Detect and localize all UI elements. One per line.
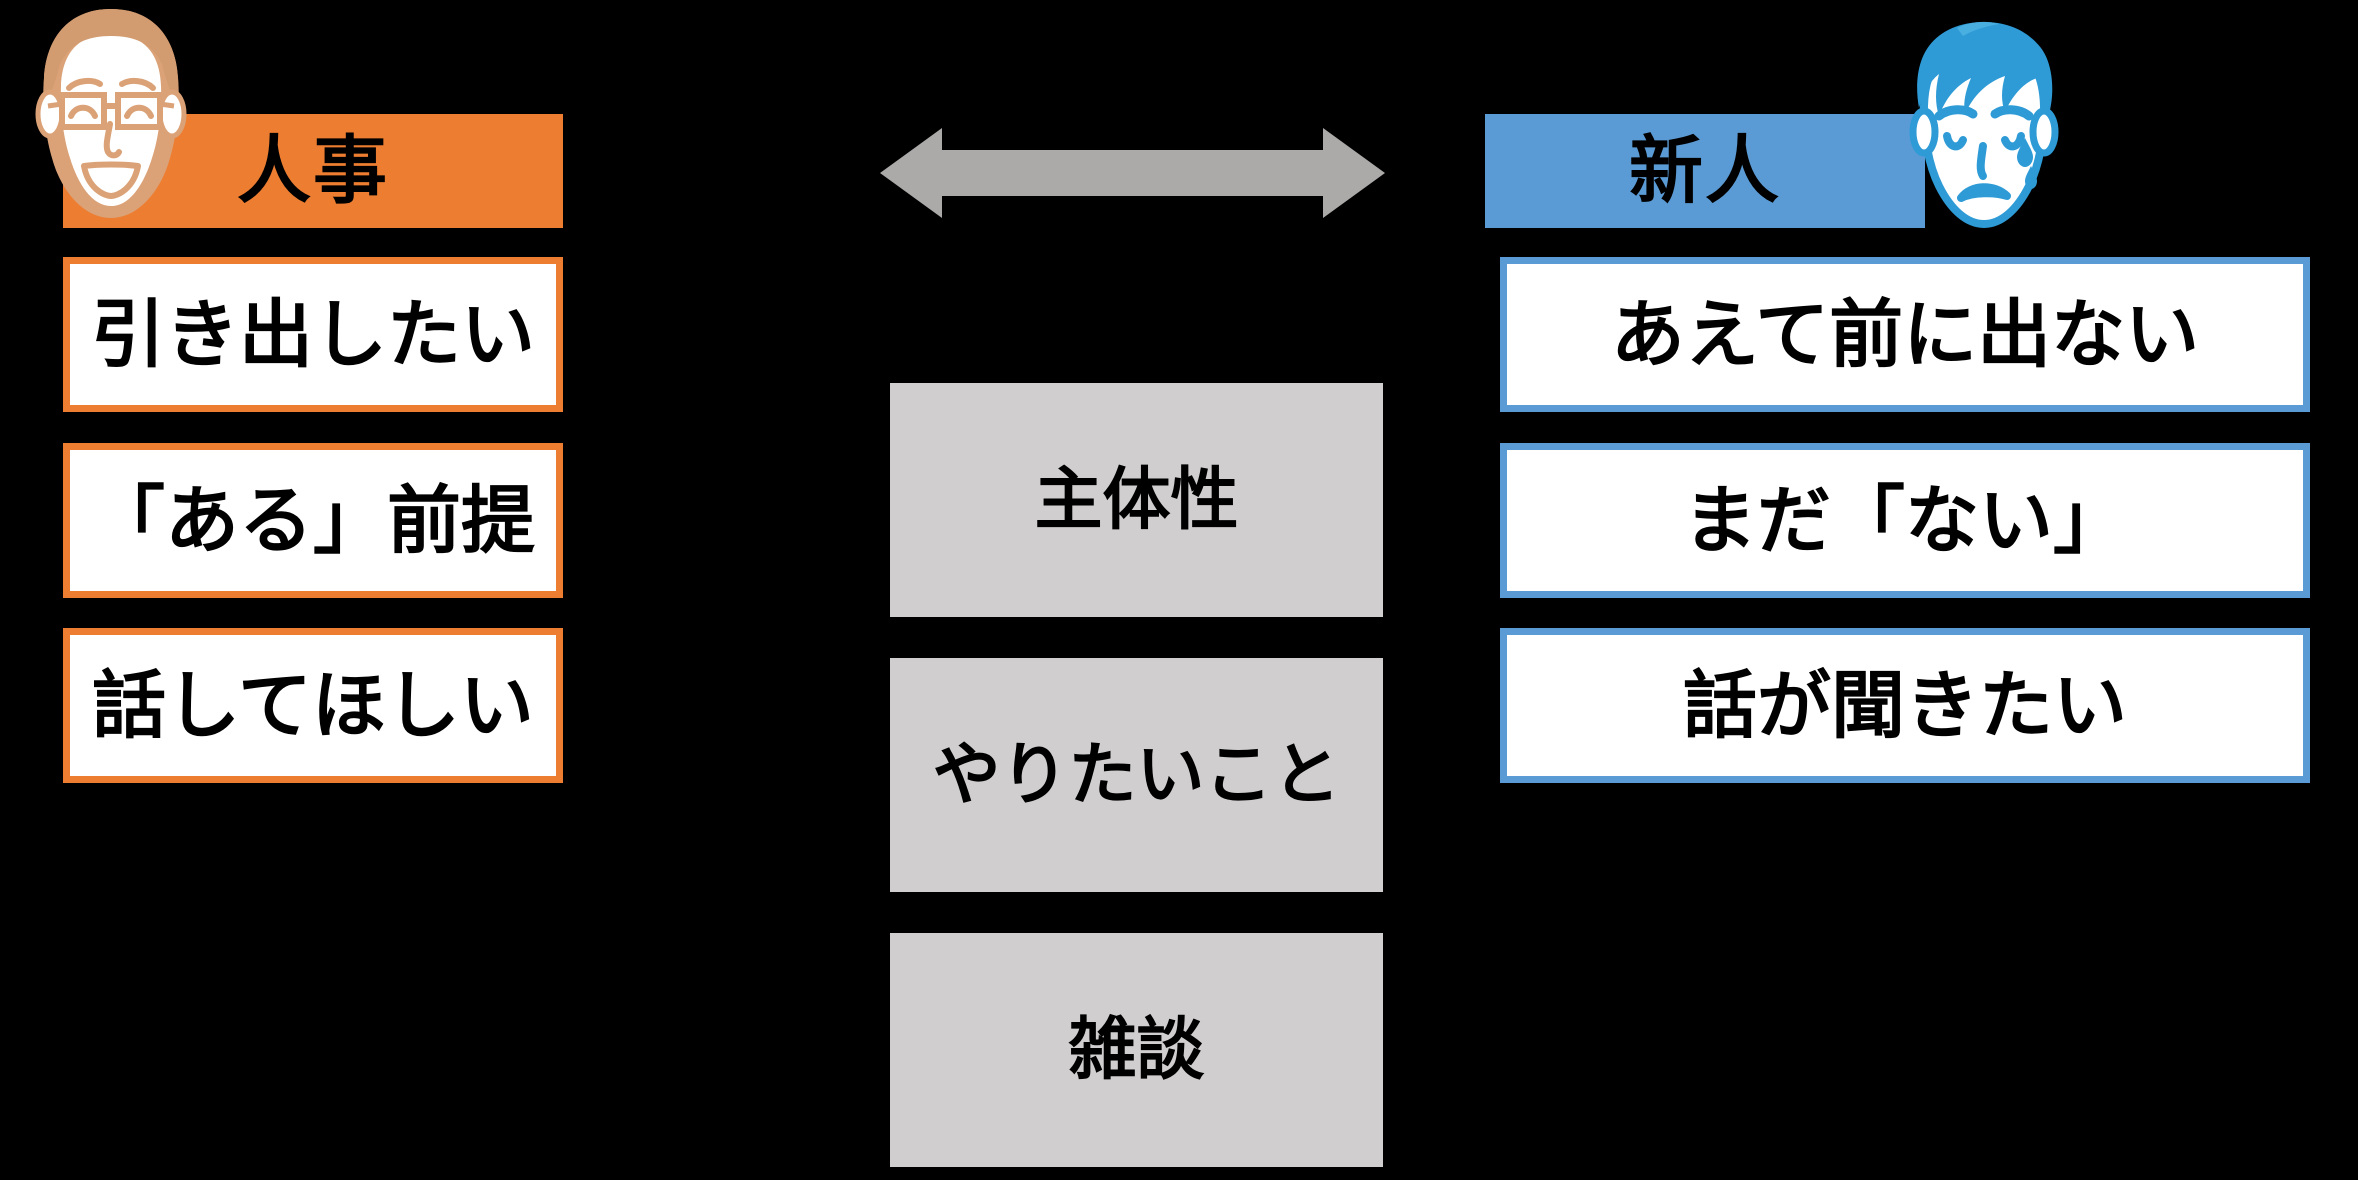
hr-avatar-svg <box>35 9 187 218</box>
cell-text: あえて前に出ない <box>1610 292 2200 376</box>
newcomer-avatar-svg <box>1909 21 2059 229</box>
table-cell-topic-row1: 主体性 <box>890 383 1383 617</box>
double-headed-horizontal-arrow-icon <box>880 128 1385 218</box>
table-cell-newcomer-row2: まだ「ない」 <box>1500 443 2310 598</box>
column-header-hr-label: 人事 <box>237 129 389 212</box>
cell-text: 引き出したい <box>91 292 535 376</box>
cell-text: やりたいこと <box>932 737 1341 813</box>
arrow-svg <box>880 128 1385 218</box>
table-cell-newcomer-row3: 話が聞きたい <box>1500 628 2310 783</box>
cell-text: 主体性 <box>1034 462 1239 538</box>
column-header-newcomer: 新人 <box>1485 114 1925 228</box>
cell-text: 話が聞きたい <box>1683 663 2127 747</box>
new-employee-worried-sweating-icon <box>1895 20 2073 230</box>
table-cell-topic-row3: 雑談 <box>890 933 1383 1167</box>
table-cell-topic-row2: やりたいこと <box>890 658 1383 892</box>
cell-text: 雑談 <box>1068 1012 1205 1088</box>
table-cell-hr-row1: 引き出したい <box>63 257 563 412</box>
table-cell-hr-row3: 話してほしい <box>63 628 563 783</box>
table-cell-newcomer-row1: あえて前に出ない <box>1500 257 2310 412</box>
column-header-newcomer-label: 新人 <box>1629 129 1781 212</box>
hr-person-smiling-glasses-icon <box>22 6 200 224</box>
cell-text: 「ある」前提 <box>91 478 535 562</box>
cell-text: まだ「ない」 <box>1683 478 2127 562</box>
cell-text: 話してほしい <box>92 663 534 747</box>
table-cell-hr-row2: 「ある」前提 <box>63 443 563 598</box>
